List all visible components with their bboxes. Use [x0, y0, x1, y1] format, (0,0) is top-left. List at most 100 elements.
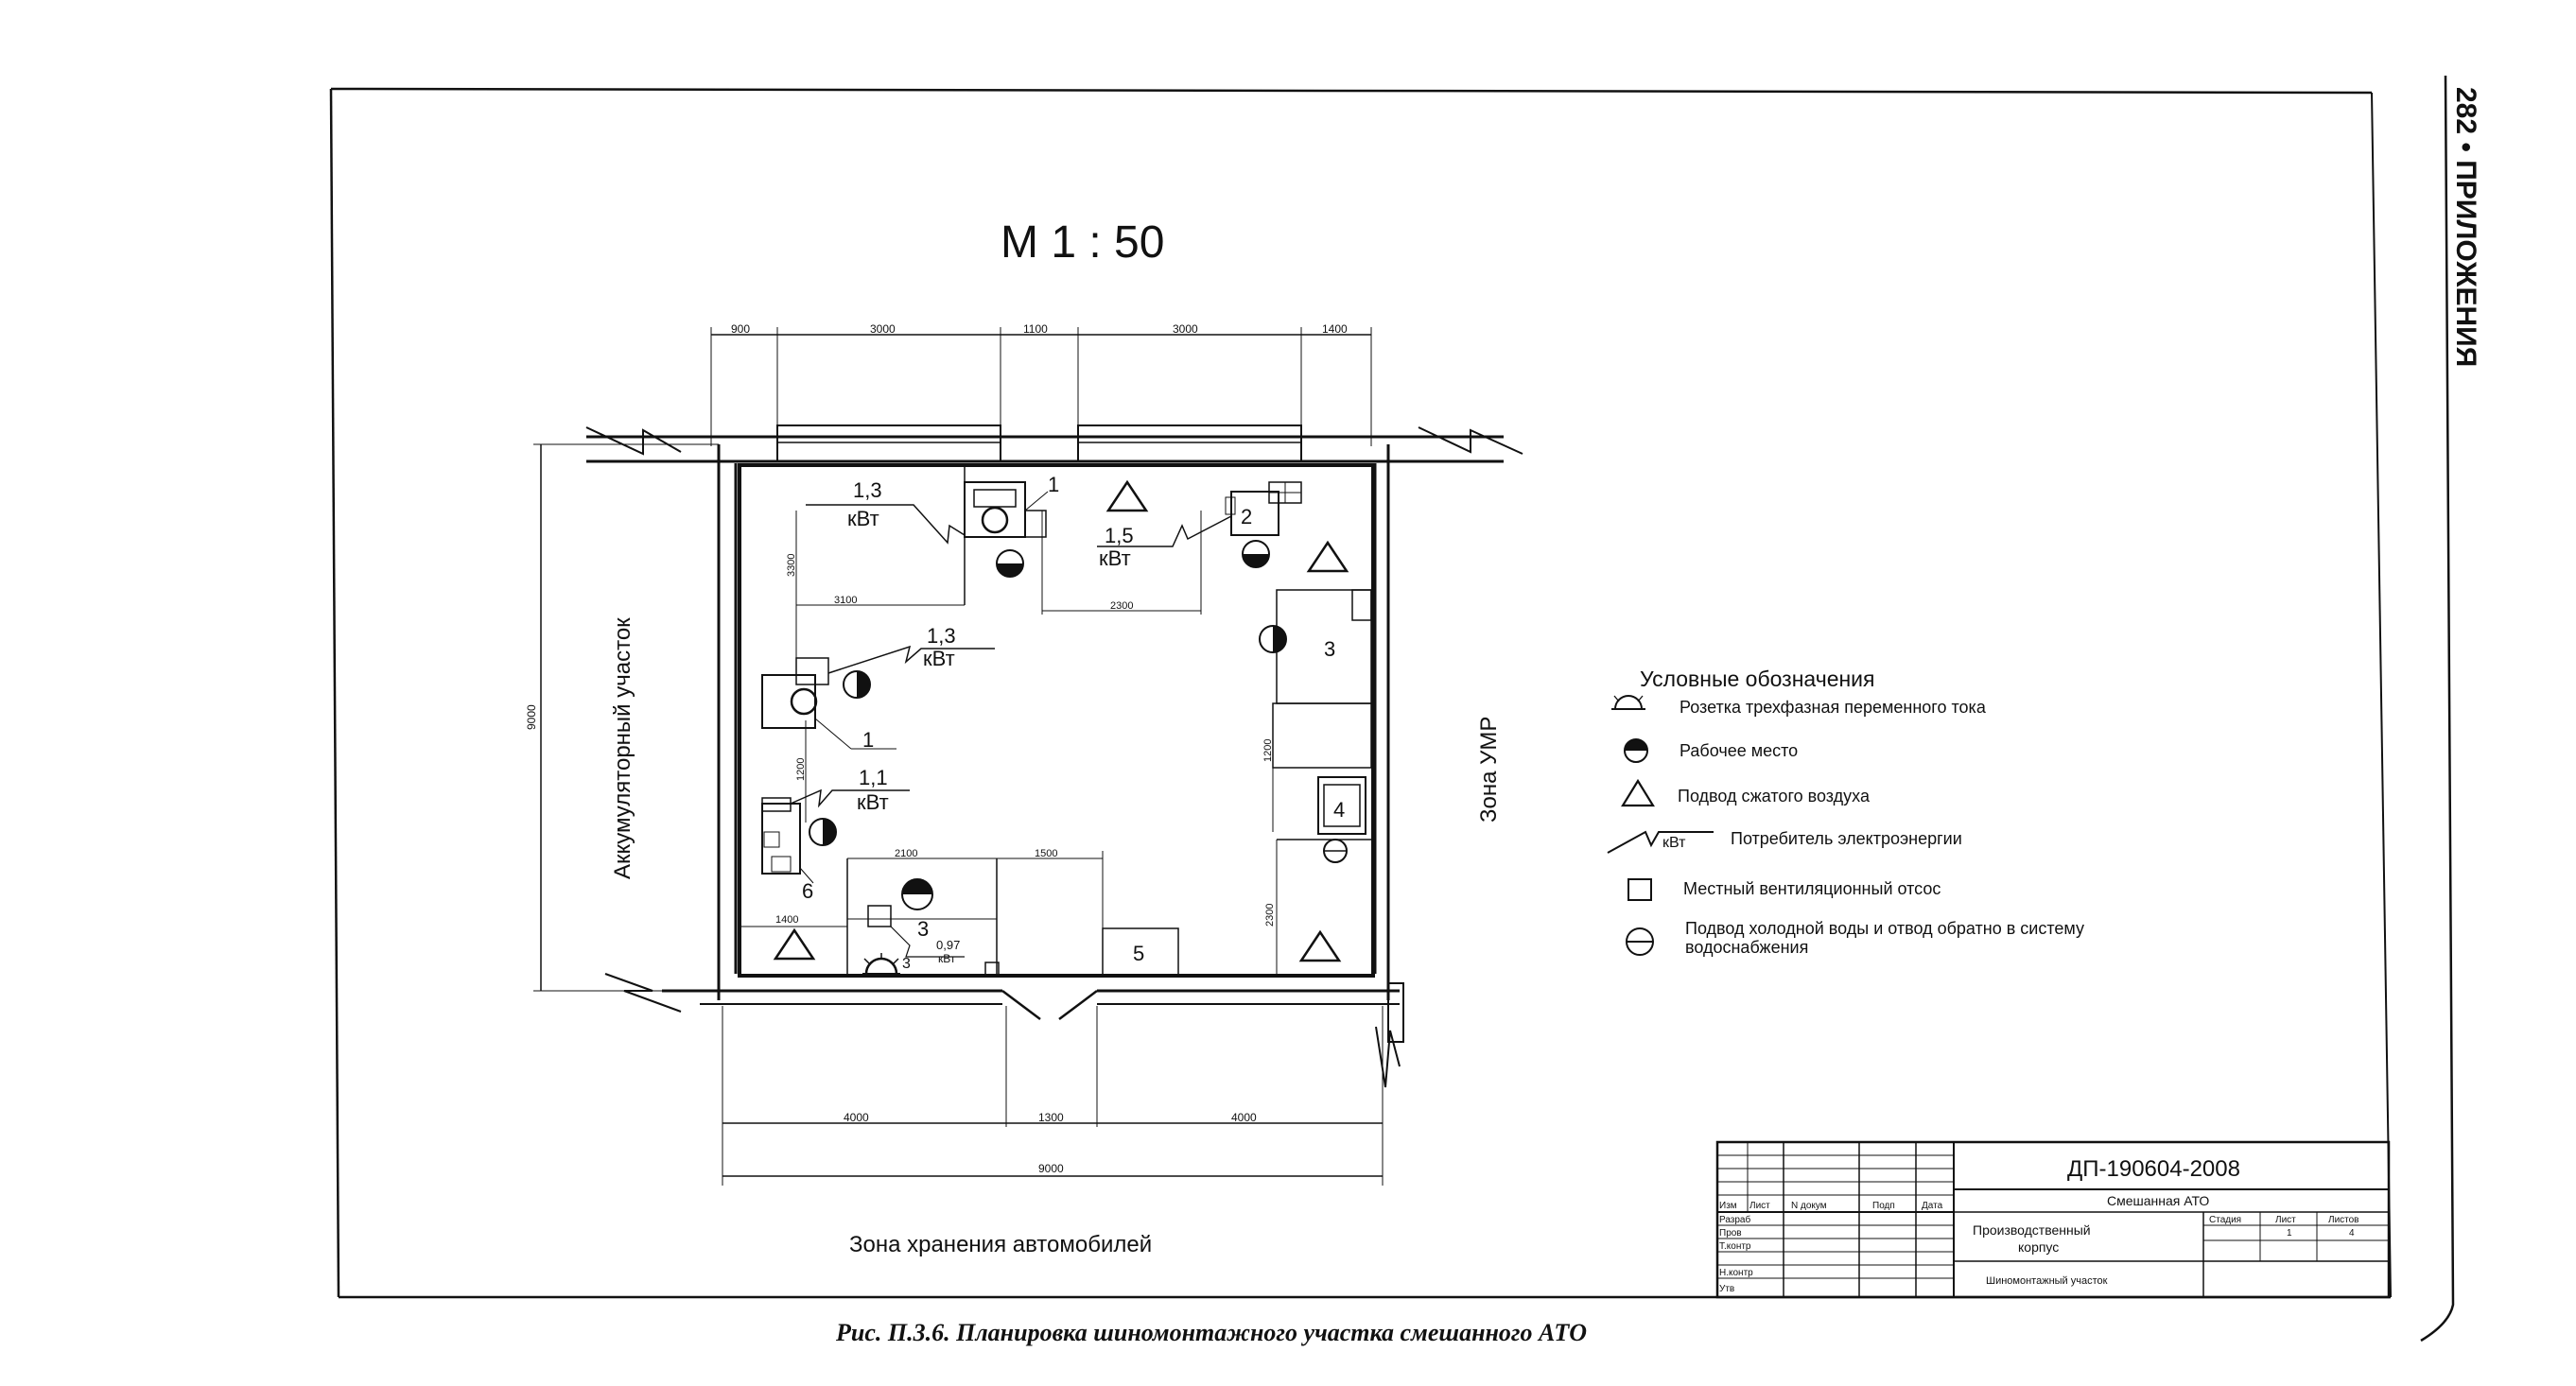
dim-left-9000: 9000 [525, 704, 538, 730]
compressed-air-icon [773, 927, 816, 961]
tb-role-razrab: Разраб [1719, 1214, 1750, 1225]
power-value-3: 1,3 [927, 624, 956, 648]
water-supply-icon [1626, 927, 1654, 956]
floor-plan: 900 3000 1100 3000 1400 9000 4000 1300 4… [525, 322, 1523, 1257]
legend-title: Условные обозначения [1640, 667, 1875, 691]
internal-layout: 3300 3100 2300 1200 1200 2300 2 [740, 465, 1372, 976]
legend-label-workplace: Рабочее место [1680, 741, 1798, 760]
equipment-number-4: 4 [1333, 798, 1345, 822]
ventilation-icon [1627, 878, 1652, 901]
dimensions-left: 9000 [525, 443, 719, 992]
power-value-1: 1,3 [853, 478, 882, 502]
tb-col-izm: Изм [1719, 1201, 1737, 1211]
equipment-number-5: 5 [1133, 942, 1144, 965]
dim-bottom-4000-a: 4000 [844, 1111, 869, 1124]
tb-col-data: Дата [1922, 1201, 1943, 1211]
scale-label: М 1 : 50 [1001, 217, 1164, 268]
power-unit-5: кВт [938, 952, 956, 965]
tb-role-utv: Утв [1719, 1284, 1734, 1294]
compressed-air-markers [773, 479, 1349, 962]
equipment-number-6: 6 [802, 879, 813, 903]
dim-bottom-1300: 1300 [1038, 1111, 1064, 1124]
dim-3000-a: 3000 [870, 322, 896, 336]
socket-number: 3 [902, 956, 911, 972]
zone-right-label: Зона УМР [1476, 717, 1502, 823]
compressed-air-icon [1306, 540, 1349, 573]
tb-sheets-value: 4 [2349, 1228, 2355, 1239]
dim-1200-b: 1200 [1262, 739, 1274, 762]
dim-900: 900 [731, 322, 750, 336]
legend-label-ventilation: Местный вентиляционный отсос [1683, 879, 1941, 898]
equipment-number-2: 2 [1241, 505, 1252, 528]
legend-label-water: Подвод холодной воды и отвод обратно в с… [1685, 919, 2084, 938]
equipment: 1 2 3 1 6 3 [761, 473, 1366, 977]
dim-1400: 1400 [1322, 322, 1348, 336]
power-value-4: 1,1 [859, 766, 888, 789]
figure-caption: Рис. П.3.6. Планировка шиномонтажного уч… [835, 1319, 1587, 1346]
tb-role-tkontr: Т.контр [1719, 1241, 1751, 1252]
tb-col-ndoc: N докум [1791, 1201, 1827, 1211]
equipment-number-1-left: 1 [862, 728, 874, 752]
tb-org: Смешанная АТО [2107, 1193, 2209, 1208]
power-value-5: 0,97 [936, 938, 960, 952]
workplace-icon [1242, 540, 1270, 568]
legend-label-socket: Розетка трехфазная переменного тока [1680, 698, 1987, 717]
tb-object: Производственный [1973, 1222, 2091, 1238]
legend-label-water-2: водоснабжения [1685, 938, 1808, 957]
zone-left-label: Аккумуляторный участок [610, 617, 635, 879]
legend-label-power: Потребитель электроэнергии [1731, 829, 1962, 848]
running-header: 282 • ПРИЛОЖЕНИЯ [2450, 87, 2481, 367]
tb-role-prov: Пров [1719, 1228, 1742, 1239]
workplace-icon [901, 878, 933, 910]
power-consumer-icon [1607, 830, 1714, 854]
equipment-number-3-bottom: 3 [917, 917, 929, 941]
power-unit-3: кВт [923, 647, 955, 670]
dimensions-bottom: 4000 1300 4000 9000 [722, 1006, 1384, 1186]
equipment-number-1-top: 1 [1048, 473, 1059, 496]
tb-code: ДП-190604-2008 [2067, 1156, 2240, 1182]
dim-3100: 3100 [834, 595, 857, 606]
dim-1100: 1100 [1023, 322, 1048, 336]
power-unit-2: кВт [1099, 546, 1131, 570]
compressed-air-icon [1105, 479, 1149, 512]
workplace-icon [1259, 625, 1287, 653]
walls [585, 424, 1523, 1088]
dim-2100: 2100 [895, 848, 917, 859]
dim-1500: 1500 [1035, 848, 1057, 859]
tb-object-2: корпус [2018, 1239, 2059, 1255]
workplace-icon [1624, 738, 1648, 763]
tb-stage-header: Стадия [2209, 1215, 2241, 1225]
tb-col-list: Лист [1749, 1201, 1770, 1211]
tb-sheet-header: Лист [2275, 1215, 2296, 1225]
legend-label-air: Подвод сжатого воздуха [1678, 787, 1871, 806]
power-unit-1: кВт [847, 507, 879, 530]
dim-3300: 3300 [786, 554, 797, 577]
dim-1400-inner: 1400 [775, 914, 798, 926]
dim-overall-9000: 9000 [1038, 1162, 1064, 1175]
tb-section: Шиномонтажный участок [1986, 1275, 2108, 1287]
workplace-icon [809, 818, 837, 846]
dim-bottom-4000-b: 4000 [1231, 1111, 1257, 1124]
dim-1200-a: 1200 [795, 758, 807, 781]
compressed-air-icon [1298, 929, 1342, 962]
dim-2300: 2300 [1110, 600, 1133, 612]
power-consumers: 1,3 кВт 1,5 кВт 1,3 кВт 1,1 кВт 0,97 кВт [790, 478, 1232, 965]
tb-sheets-header: Листов [2328, 1215, 2359, 1225]
dim-3000-b: 3000 [1173, 322, 1198, 336]
workplace-icon [996, 549, 1024, 578]
power-unit-4: кВт [857, 790, 889, 814]
equipment-number-3-right: 3 [1324, 637, 1335, 661]
tb-role-nkontr: Н.контр [1719, 1268, 1753, 1278]
compressed-air-icon [1621, 778, 1655, 807]
three-phase-socket-icon [862, 953, 900, 975]
title-block: Изм Лист N докум Подп Дата Разраб Пров Т… [1715, 1140, 2391, 1299]
tb-col-podp: Подп [1872, 1201, 1895, 1211]
tb-sheet-value: 1 [2287, 1228, 2292, 1239]
workplace-markers [809, 540, 1287, 910]
dimensions-top: 900 3000 1100 3000 1400 [710, 322, 1372, 446]
legend-power-unit: кВт [1662, 835, 1686, 851]
zone-bottom-label: Зона хранения автомобилей [849, 1232, 1152, 1257]
sheet-frame [329, 75, 2455, 1343]
legend: Условные обозначения Розетка трехфазная … [1607, 667, 2084, 957]
